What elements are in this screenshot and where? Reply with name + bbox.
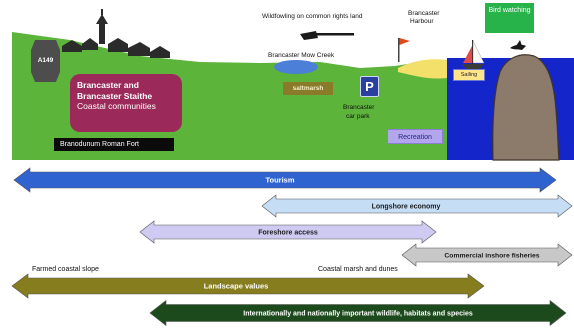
dune-strip	[398, 59, 447, 79]
road-sign-label: A149	[37, 57, 54, 64]
road-sign-shape	[31, 40, 60, 82]
community-line-2: Brancaster Staithe	[77, 90, 153, 101]
arrow-label-6: Internationally and nationally important…	[243, 311, 473, 318]
community-box: Brancaster and Brancaster Staithe Coasta…	[70, 74, 182, 132]
creek-pool	[274, 60, 318, 74]
rock-stack	[492, 54, 560, 161]
community-line-3: Coastal communities	[77, 101, 156, 111]
parking-sign: P	[360, 76, 379, 97]
bird-icon	[510, 40, 526, 50]
carpark-caption-line2: car park	[346, 113, 370, 120]
creek-label: Brancaster Mow Creek	[268, 52, 335, 59]
fort-label: Branodunum Roman Fort	[54, 138, 174, 151]
bird-watching-label: Bird watching	[485, 3, 534, 33]
arrow-label-4: Commercial inshore fisheries	[444, 253, 539, 260]
arrow-1	[13, 167, 557, 193]
zone-label-farmed: Farmed coastal slope	[32, 266, 99, 273]
sailboat-icon	[462, 40, 485, 69]
harbour-label-line1: Brancaster	[408, 10, 440, 17]
arrow-label-3: Foreshore access	[258, 230, 318, 237]
village-silhouette	[62, 9, 170, 58]
arrow-label-5: Landscape values	[204, 282, 269, 291]
arrow-5	[11, 273, 485, 299]
arrow-6	[149, 299, 567, 327]
harbour-flag-icon	[398, 38, 410, 62]
arrow-label-2: Longshore economy	[372, 204, 441, 211]
arrow-4	[401, 243, 573, 267]
recreation-label: Recreation	[387, 129, 443, 144]
carpark-caption-line1: Brancaster	[343, 104, 375, 111]
arrow-3	[139, 220, 437, 244]
zone-label-marsh: Coastal marsh and dunes	[318, 266, 398, 273]
gun-icon	[300, 31, 354, 40]
arrow-2	[261, 194, 573, 218]
arrow-label-1: Tourism	[265, 176, 294, 185]
wildfowling-label: Wildfowling on common rights land	[262, 13, 363, 20]
saltmarsh-label: saltmarsh	[283, 82, 333, 95]
harbour-label-line2: Harbour	[410, 18, 434, 25]
sailing-label: Sailing	[453, 69, 485, 81]
community-line-1: Brancaster and	[77, 80, 139, 90]
